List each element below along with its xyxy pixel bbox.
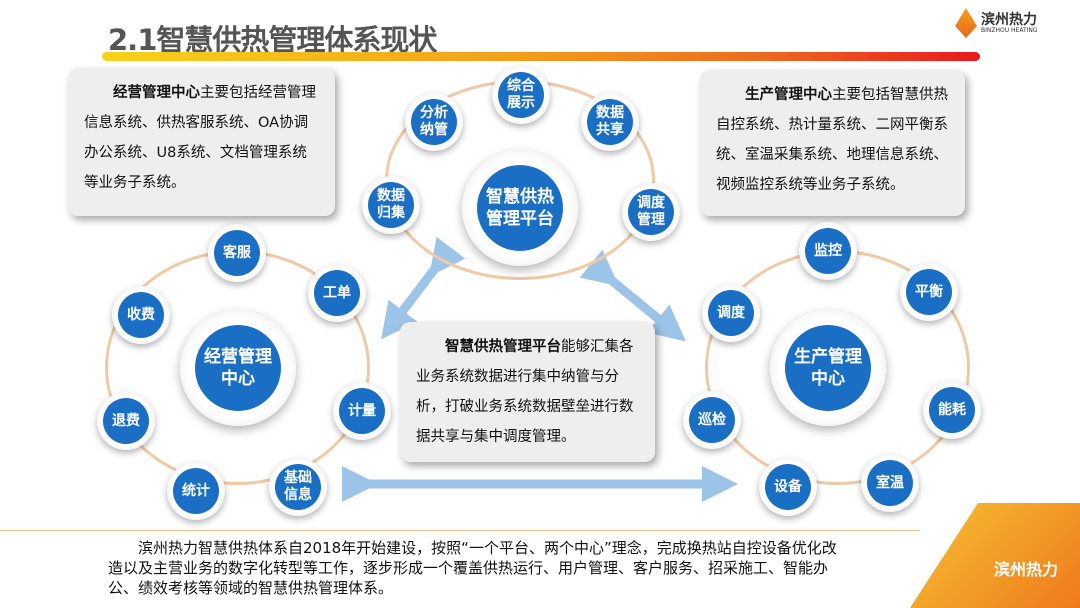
node: 工单 <box>308 264 366 322</box>
left-info-box: 经营管理中心主要包括经营管理信息系统、供热客服系统、OA协调办公系统、U8系统、… <box>68 68 335 216</box>
title-underline <box>102 52 980 61</box>
node-label: 能耗 <box>929 387 975 433</box>
arrow-top-right <box>579 249 686 342</box>
center-label: 经营管理中心 <box>195 325 281 411</box>
logo-text: 滨州热力 <box>981 11 1037 28</box>
node-label: 基础信息 <box>275 464 321 510</box>
center-production: 生产管理中心 <box>770 310 886 426</box>
node: 能耗 <box>923 381 981 439</box>
box-text: 主要包括智慧供热自控系统、热计量系统、二网平衡系统、室温采集系统、地理信息系统、… <box>716 87 948 193</box>
node: 数据共享 <box>581 93 639 151</box>
node: 室温 <box>861 454 919 512</box>
node-label: 工单 <box>314 270 360 316</box>
node: 巡检 <box>683 391 741 449</box>
node-label: 计量 <box>339 388 385 434</box>
node: 设备 <box>759 458 817 516</box>
arrow-top-left <box>381 236 466 340</box>
center-platform: 智慧供热管理平台 <box>462 150 578 266</box>
right-info-box: 生产管理中心主要包括智慧供热自控系统、热计量系统、二网平衡系统、室温采集系统、地… <box>700 70 965 216</box>
node-label: 设备 <box>765 464 811 510</box>
node: 数据归集 <box>362 176 420 234</box>
footer-divider <box>0 530 920 531</box>
node: 计量 <box>333 382 391 440</box>
box-text: 能够汇集各业务系统数据进行集中纳管与分析，打破业务系统数据壁垒进行数据共享与集中… <box>416 339 634 445</box>
middle-info-box: 智慧供热管理平台能够汇集各业务系统数据进行集中纳管与分析，打破业务系统数据壁垒进… <box>400 322 655 462</box>
node-label: 客服 <box>214 230 260 276</box>
node: 基础信息 <box>269 458 327 516</box>
node: 调度 <box>702 284 760 342</box>
node-label: 分析纳管 <box>411 99 457 145</box>
box-heading: 智慧供热管理平台 <box>445 339 561 355</box>
footer-logo-text: 滨州热力 <box>993 560 1058 579</box>
node-label: 综合展示 <box>498 72 544 118</box>
node-label: 退费 <box>103 398 149 444</box>
node: 统计 <box>167 462 225 520</box>
node-label: 调度管理 <box>628 189 674 235</box>
node-label: 监控 <box>805 228 851 274</box>
center-business: 经营管理中心 <box>180 310 296 426</box>
node: 分析纳管 <box>405 93 463 151</box>
node-label: 数据归集 <box>368 182 414 228</box>
box-text: 主要包括经营管理信息系统、供热客服系统、OA协调办公系统、U8系统、文档管理系统… <box>84 85 316 191</box>
node: 平衡 <box>900 263 958 321</box>
footer-text: 滨州热力智慧供热体系自2018年开始建设，按照“一个平台、两个中心”理念，完成换… <box>108 539 837 597</box>
box-heading: 生产管理中心 <box>745 87 832 103</box>
center-label: 智慧供热管理平台 <box>477 165 563 251</box>
node-label: 巡检 <box>689 397 735 443</box>
node-label: 统计 <box>173 468 219 514</box>
center-label: 生产管理中心 <box>785 325 871 411</box>
node: 收费 <box>112 286 170 344</box>
node: 客服 <box>208 224 266 282</box>
page-title: 2.1智慧供热管理体系现状 <box>108 23 437 57</box>
node-label: 数据共享 <box>587 99 633 145</box>
node-label: 室温 <box>867 460 913 506</box>
node-label: 收费 <box>118 292 164 338</box>
logo-subtext: BINZHOU HEATING <box>981 26 1038 34</box>
node-label: 平衡 <box>906 269 952 315</box>
box-heading: 经营管理中心 <box>113 85 200 101</box>
node: 监控 <box>799 222 857 280</box>
node: 综合展示 <box>492 66 550 124</box>
node: 调度管理 <box>622 183 680 241</box>
node: 退费 <box>97 392 155 450</box>
node-label: 调度 <box>708 290 754 336</box>
